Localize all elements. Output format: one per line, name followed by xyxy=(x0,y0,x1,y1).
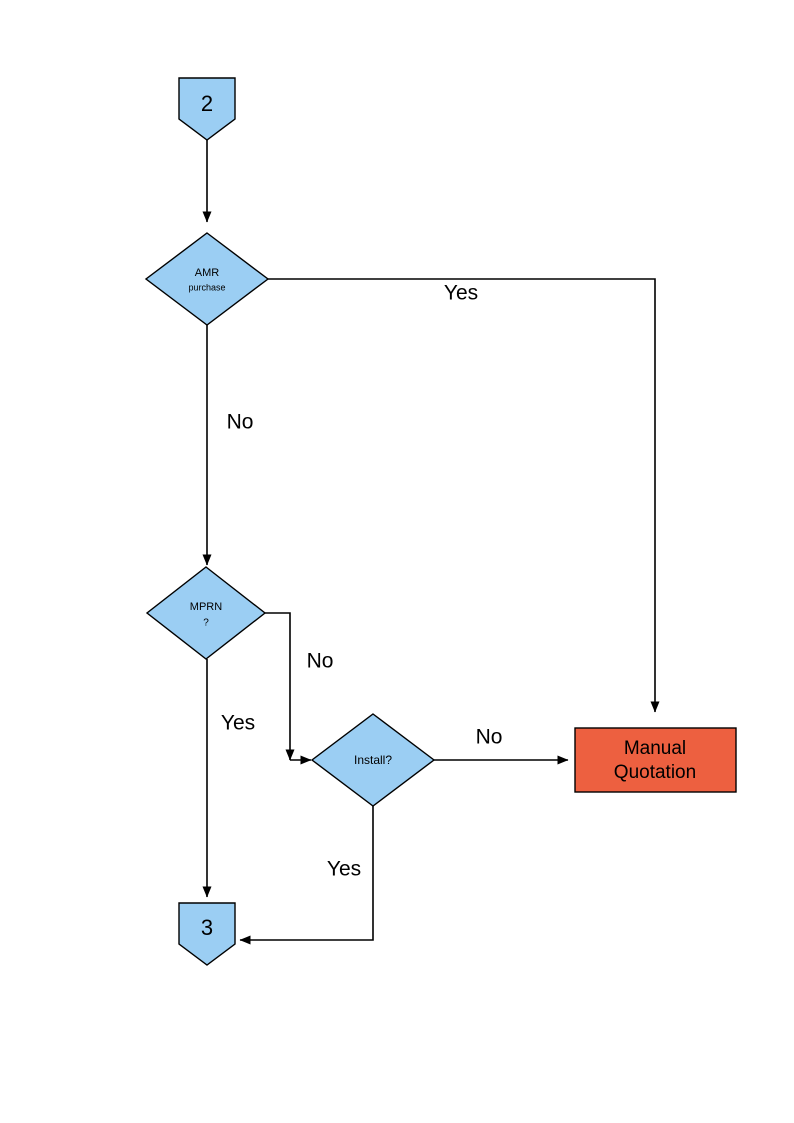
node-process-manual-quotation-line1: Manual xyxy=(624,738,686,759)
edge-install-yes: Yes xyxy=(239,806,374,945)
edge-label-mprn-no: No xyxy=(307,650,334,673)
node-decision-mprn[interactable]: MPRN ? xyxy=(145,566,267,660)
node-decision-amr-line1: AMR xyxy=(195,267,220,279)
node-connector-end[interactable]: 3 xyxy=(178,902,236,966)
edge-label-install-yes: Yes xyxy=(327,858,361,881)
edge-amr-no: No xyxy=(202,325,254,566)
edge-amr-yes: Yes xyxy=(268,278,660,713)
node-connector-end-label: 3 xyxy=(201,915,213,940)
edge-install-no: No xyxy=(434,726,569,765)
edge-label-install-no: No xyxy=(476,726,503,749)
edge-label-amr-yes: Yes xyxy=(444,282,478,305)
edge-mprn-no: No xyxy=(265,612,334,765)
edge-label-mprn-yes: Yes xyxy=(221,712,255,735)
node-process-manual-quotation[interactable]: Manual Quotation xyxy=(574,727,737,793)
node-decision-mprn-line2: ? xyxy=(203,618,209,629)
node-connector-start[interactable]: 2 xyxy=(178,77,236,141)
node-decision-install-label: Install? xyxy=(354,753,392,767)
node-decision-mprn-line1: MPRN xyxy=(190,601,222,613)
edge-mprn-yes: Yes xyxy=(202,659,255,898)
node-decision-install[interactable]: Install? xyxy=(310,713,436,807)
node-decision-amr-line2: purchase xyxy=(188,282,225,292)
node-decision-amr-purchase[interactable]: AMR purchase xyxy=(144,232,270,326)
edge-label-amr-no: No xyxy=(227,411,254,434)
node-process-manual-quotation-line2: Quotation xyxy=(614,762,696,783)
node-connector-start-label: 2 xyxy=(201,91,213,116)
